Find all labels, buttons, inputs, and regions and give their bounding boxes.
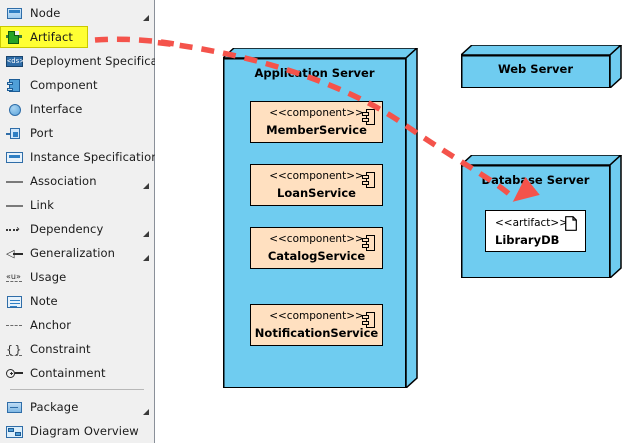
palette-item-component[interactable]: Component: [0, 74, 154, 96]
note-icon: [6, 293, 23, 310]
component-loan-service[interactable]: <<component>> LoanService: [250, 164, 383, 206]
artifact-stereotype: <<artifact>>: [495, 217, 568, 229]
component-name: CatalogService: [267, 249, 366, 263]
component-name: NotificationService: [254, 326, 379, 340]
generalization-icon: ◁: [6, 245, 23, 262]
component-name: LoanService: [277, 186, 356, 200]
palette-item-association[interactable]: Association: [0, 170, 154, 192]
palette-item-diagram-overview[interactable]: Diagram Overview: [0, 420, 154, 442]
palette-separator: [10, 389, 144, 390]
component-stereotype: <<component>>: [269, 310, 364, 322]
component-shape-icon: [362, 312, 375, 328]
association-icon: [6, 173, 23, 190]
instance-specification-icon: [6, 149, 23, 166]
expand-arrow-icon[interactable]: [143, 183, 149, 189]
anchor-icon: [6, 317, 23, 334]
component-name: MemberService: [266, 123, 367, 137]
palette-item-note[interactable]: Note: [0, 290, 154, 312]
artifact-name: LibraryDB: [495, 233, 560, 247]
expand-arrow-icon[interactable]: [143, 231, 149, 237]
diagram-canvas[interactable]: Application Server <<component>> MemberS…: [155, 0, 639, 443]
interface-icon: [6, 101, 23, 118]
link-icon: [6, 197, 23, 214]
port-icon: [6, 125, 23, 142]
shape-palette[interactable]: Node Artifact <ds> Deployment Specificat…: [0, 0, 181, 443]
expand-arrow-icon[interactable]: [143, 15, 149, 21]
dependency-icon: ›: [6, 221, 23, 238]
deployment-specification-icon: <ds>: [6, 55, 24, 67]
component-member-service[interactable]: <<component>> MemberService: [250, 101, 383, 143]
diagram-overview-icon: [6, 423, 23, 440]
expand-arrow-icon[interactable]: [143, 409, 149, 415]
palette-item-package[interactable]: Package: [0, 396, 154, 418]
node-web-server[interactable]: Web Server: [461, 45, 622, 88]
palette-item-artifact[interactable]: Artifact: [0, 26, 88, 48]
palette-item-instance-specification[interactable]: Instance Specification: [0, 146, 159, 168]
component-catalog-service[interactable]: <<component>> CatalogService: [250, 227, 383, 269]
component-notification-service[interactable]: <<component>> NotificationService: [250, 304, 383, 346]
document-shape-icon: [565, 216, 577, 231]
palette-item-containment[interactable]: Containment: [0, 362, 154, 384]
palette-item-interface[interactable]: Interface: [0, 98, 154, 120]
palette-item-anchor[interactable]: Anchor: [0, 314, 154, 336]
palette-item-usage[interactable]: «u» Usage: [6, 270, 67, 284]
palette-item-dependency[interactable]: › Dependency: [0, 218, 154, 240]
palette-item-node[interactable]: Node: [0, 2, 154, 24]
component-shape-icon: [362, 109, 375, 125]
node-icon: [6, 5, 23, 22]
palette-item-deployment-specification[interactable]: <ds> Deployment Specification: [6, 54, 181, 68]
palette-item-constraint[interactable]: { } Constraint: [6, 342, 91, 356]
node-title: Application Server: [254, 66, 375, 80]
palette-item-port[interactable]: Port: [0, 122, 154, 144]
component-shape-icon: [362, 172, 375, 188]
palette-item-generalization[interactable]: ◁ Generalization: [0, 242, 154, 264]
expand-arrow-icon[interactable]: [143, 255, 149, 261]
containment-icon: [6, 365, 23, 382]
artifact-library-db[interactable]: <<artifact>> LibraryDB: [485, 210, 586, 252]
component-shape-icon: [362, 235, 375, 251]
usage-icon: «u»: [6, 271, 22, 282]
node-title: Database Server: [481, 173, 590, 187]
component-icon: [6, 77, 23, 94]
package-icon: [6, 399, 23, 416]
artifact-icon: [6, 29, 23, 46]
node-title: Web Server: [497, 62, 574, 76]
palette-item-link[interactable]: Link: [0, 194, 154, 216]
component-stereotype: <<component>>: [269, 233, 364, 245]
constraint-icon: { }: [6, 342, 22, 356]
